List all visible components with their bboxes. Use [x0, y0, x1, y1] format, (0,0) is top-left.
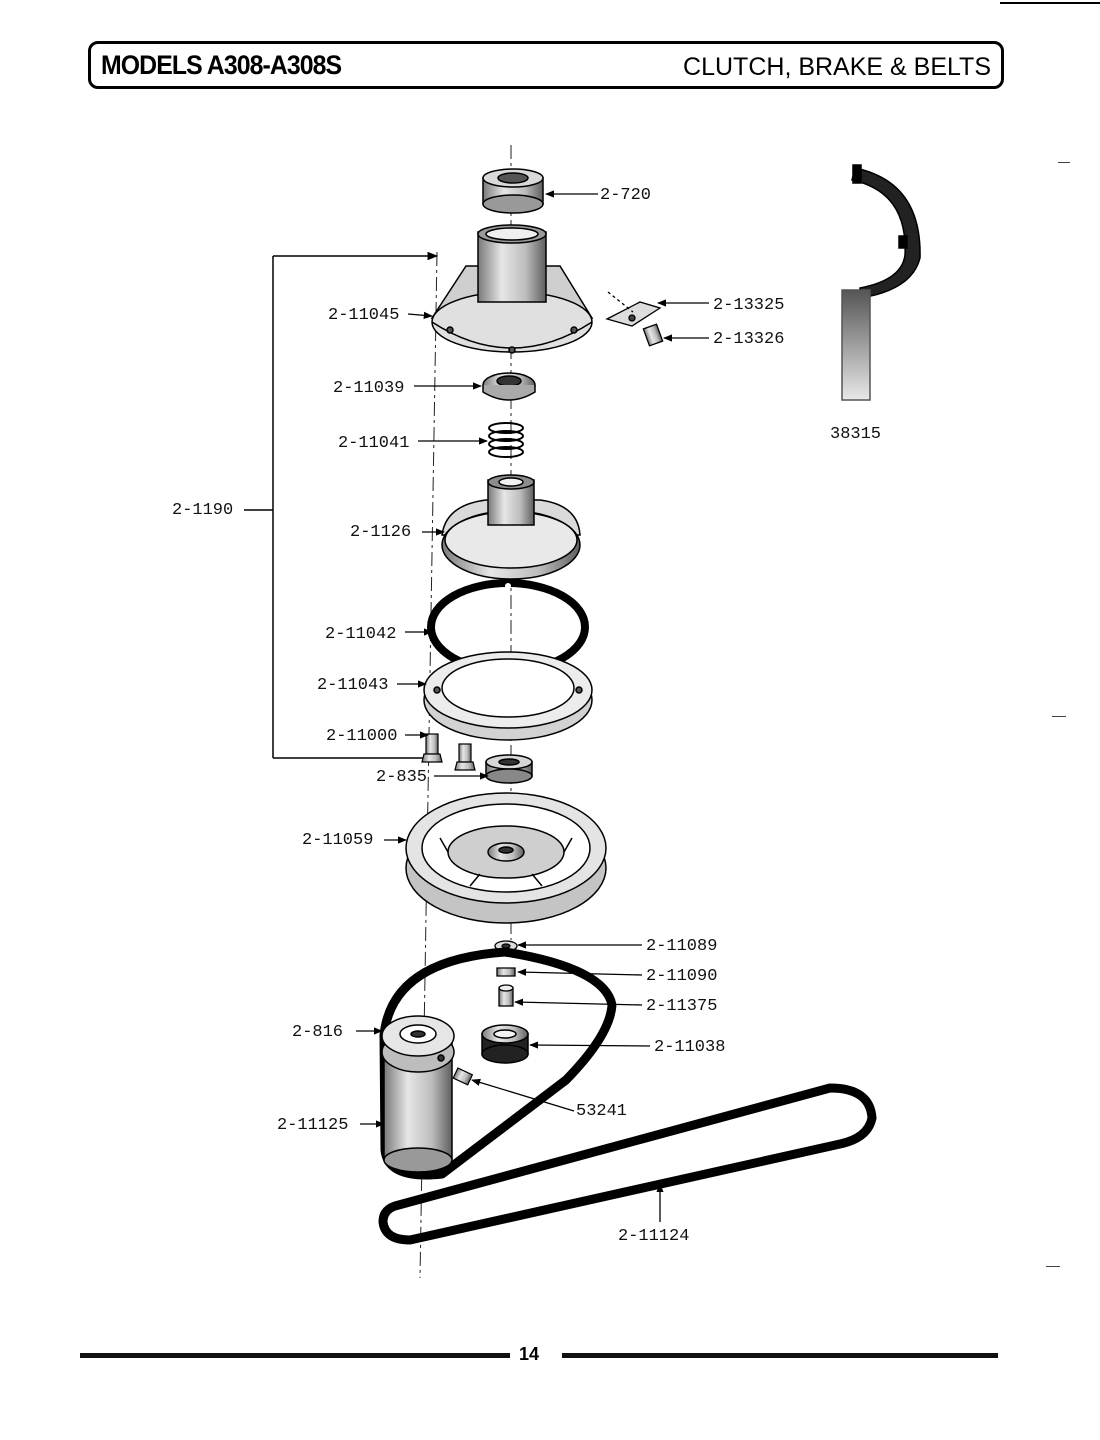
- label-2-1126: 2-1126: [350, 523, 412, 542]
- label-2-11124: 2-11124: [618, 1227, 690, 1246]
- margin-mark: [1052, 716, 1066, 717]
- brake-bracket-part: [605, 291, 664, 347]
- drive-pulley-part: [405, 792, 607, 924]
- label-2-13325: 2-13325: [713, 296, 785, 315]
- label-2-11045: 2-11045: [328, 306, 400, 325]
- clutch-cone-part: [441, 474, 581, 580]
- label-2-11042: 2-11042: [325, 625, 397, 644]
- label-2-11041: 2-11041: [338, 434, 410, 453]
- models-title: MODELS A308-A308S: [101, 50, 342, 80]
- housing-part: [430, 224, 594, 354]
- assembly-bracket: [244, 251, 439, 763]
- spring-part: [488, 422, 524, 458]
- label-2-11089: 2-11089: [646, 937, 718, 956]
- bushing-part: [485, 754, 533, 784]
- top-edge-rule: [1000, 2, 1100, 4]
- label-2-835: 2-835: [376, 768, 428, 787]
- label-2-1190: 2-1190: [172, 501, 234, 520]
- label-2-11125: 2-11125: [277, 1116, 349, 1135]
- label-2-11038: 2-11038: [654, 1038, 726, 1057]
- footer-rule-right: [562, 1353, 998, 1358]
- main-belt-part: [378, 1083, 877, 1245]
- motor-belt-part: [379, 947, 617, 1180]
- label-2-11000: 2-11000: [326, 727, 398, 746]
- label-2-11375: 2-11375: [646, 997, 718, 1016]
- brake-strap-part: [841, 164, 921, 401]
- label-38315: 38315: [830, 425, 882, 444]
- seal-part: [482, 372, 536, 401]
- footer-rule-left: [80, 1353, 510, 1358]
- label-2-720: 2-720: [600, 186, 652, 205]
- label-2-13326: 2-13326: [713, 330, 785, 349]
- label-2-11043: 2-11043: [317, 676, 389, 695]
- label-53241: 53241: [576, 1102, 628, 1121]
- section-title: CLUTCH, BRAKE & BELTS: [683, 53, 991, 81]
- label-2-11039: 2-11039: [333, 379, 405, 398]
- label-2-11090: 2-11090: [646, 967, 718, 986]
- leader-lines: [356, 190, 709, 1222]
- page-header: MODELS A308-A308S CLUTCH, BRAKE & BELTS: [88, 41, 1004, 89]
- margin-mark: [1058, 162, 1070, 163]
- page-number: 14: [518, 1344, 540, 1364]
- set-screw-part: [452, 1067, 474, 1086]
- idler-bearing-part: [481, 1024, 529, 1064]
- screws-part: [421, 733, 476, 771]
- washer-nut-screw-part: [494, 940, 518, 1007]
- brake-ring-part: [423, 651, 593, 741]
- label-2-816: 2-816: [292, 1023, 344, 1042]
- bearing-part: [482, 168, 544, 214]
- margin-mark: [1046, 1266, 1060, 1267]
- motor-pulley-part: [381, 1015, 455, 1173]
- label-2-11059: 2-11059: [302, 831, 374, 850]
